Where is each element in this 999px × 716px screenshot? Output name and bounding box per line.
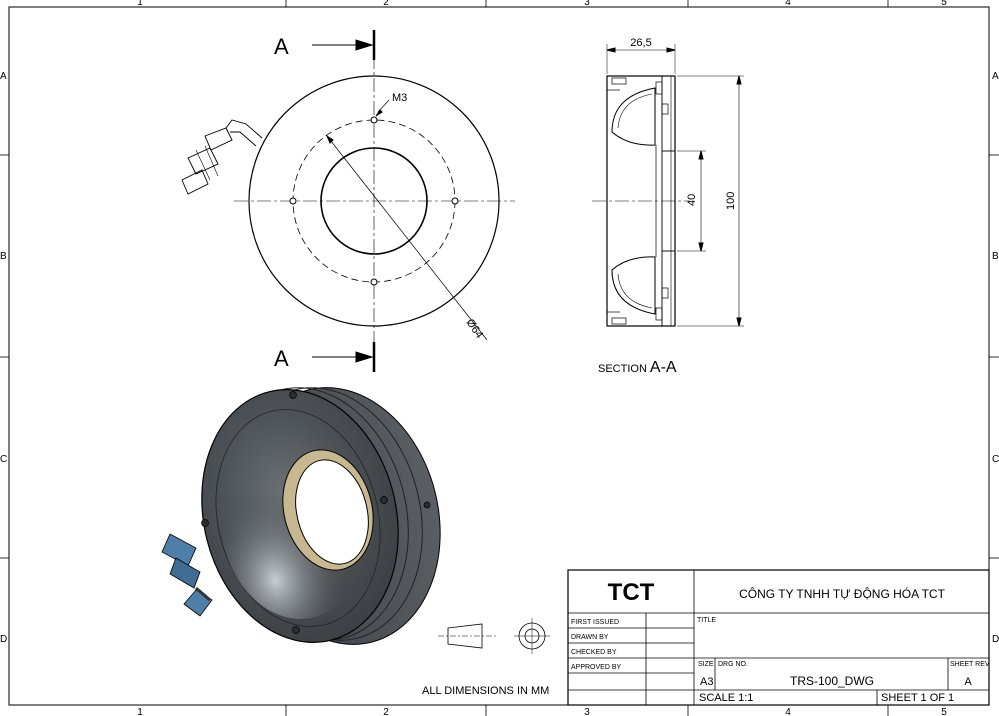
col-label: 4 [785, 707, 791, 716]
row-label: C [992, 454, 999, 465]
section-letter-top: A [274, 34, 289, 59]
isometric-view [161, 387, 441, 645]
col-label: 2 [383, 707, 389, 716]
company-logo: TCT [608, 579, 655, 606]
col-label: 5 [941, 0, 947, 8]
thread-callout: M3 [392, 92, 407, 104]
pcd-dimension: Ø64 [464, 317, 486, 341]
section-letter-bottom: A [274, 346, 289, 371]
col-label: 1 [137, 0, 143, 8]
section-view [592, 44, 744, 327]
title-block [567, 569, 990, 706]
sheet-rev-label: SHEET REV [950, 661, 990, 668]
drawing-number: TRS-100_DWG [790, 674, 874, 688]
sheet-number: SHEET 1 OF 1 [881, 692, 954, 704]
section-title-name: A-A [650, 359, 677, 376]
row-label: D [0, 634, 7, 645]
col-label: 4 [785, 0, 791, 8]
row-label: B [0, 251, 7, 262]
size-label: SIZE [698, 661, 714, 668]
col-label: 1 [137, 707, 143, 716]
col-label: 2 [383, 0, 389, 8]
sheet-size: A3 [700, 676, 713, 688]
row-label: C [0, 454, 7, 465]
col-label: 3 [584, 0, 590, 8]
row-label: D [992, 634, 999, 645]
title-block-text: TCT CÔNG TY TNHH TỰ ĐỘNG HÓA TCT FIRST I… [571, 579, 990, 704]
col-label: 5 [941, 707, 947, 716]
approved-by-label: APPROVED BY [571, 664, 622, 671]
units-note: ALL DIMENSIONS IN MM [422, 685, 549, 697]
checked-by-label: CHECKED BY [571, 649, 617, 656]
drg-no-label: DRG NO. [718, 661, 748, 668]
row-label: A [992, 71, 999, 82]
company-name: CÔNG TY TNHH TỰ ĐỘNG HÓA TCT [739, 586, 945, 601]
row-label: A [0, 71, 7, 82]
front-view [181, 30, 515, 372]
width-dimension: 26,5 [630, 37, 651, 49]
section-title-prefix: SECTION [598, 363, 647, 375]
col-label: 3 [584, 707, 590, 716]
first-issued-label: FIRST ISSUED [571, 619, 619, 626]
scale: SCALE 1:1 [699, 692, 753, 704]
inner-diameter-dimension: 40 [686, 194, 698, 206]
drawn-by-label: DRAWN BY [571, 634, 609, 641]
projection-symbol [438, 618, 550, 654]
sheet-rev: A [964, 676, 972, 688]
outer-diameter-dimension: 100 [725, 192, 737, 210]
row-label: B [992, 251, 999, 262]
title-label: TITLE [697, 617, 716, 624]
